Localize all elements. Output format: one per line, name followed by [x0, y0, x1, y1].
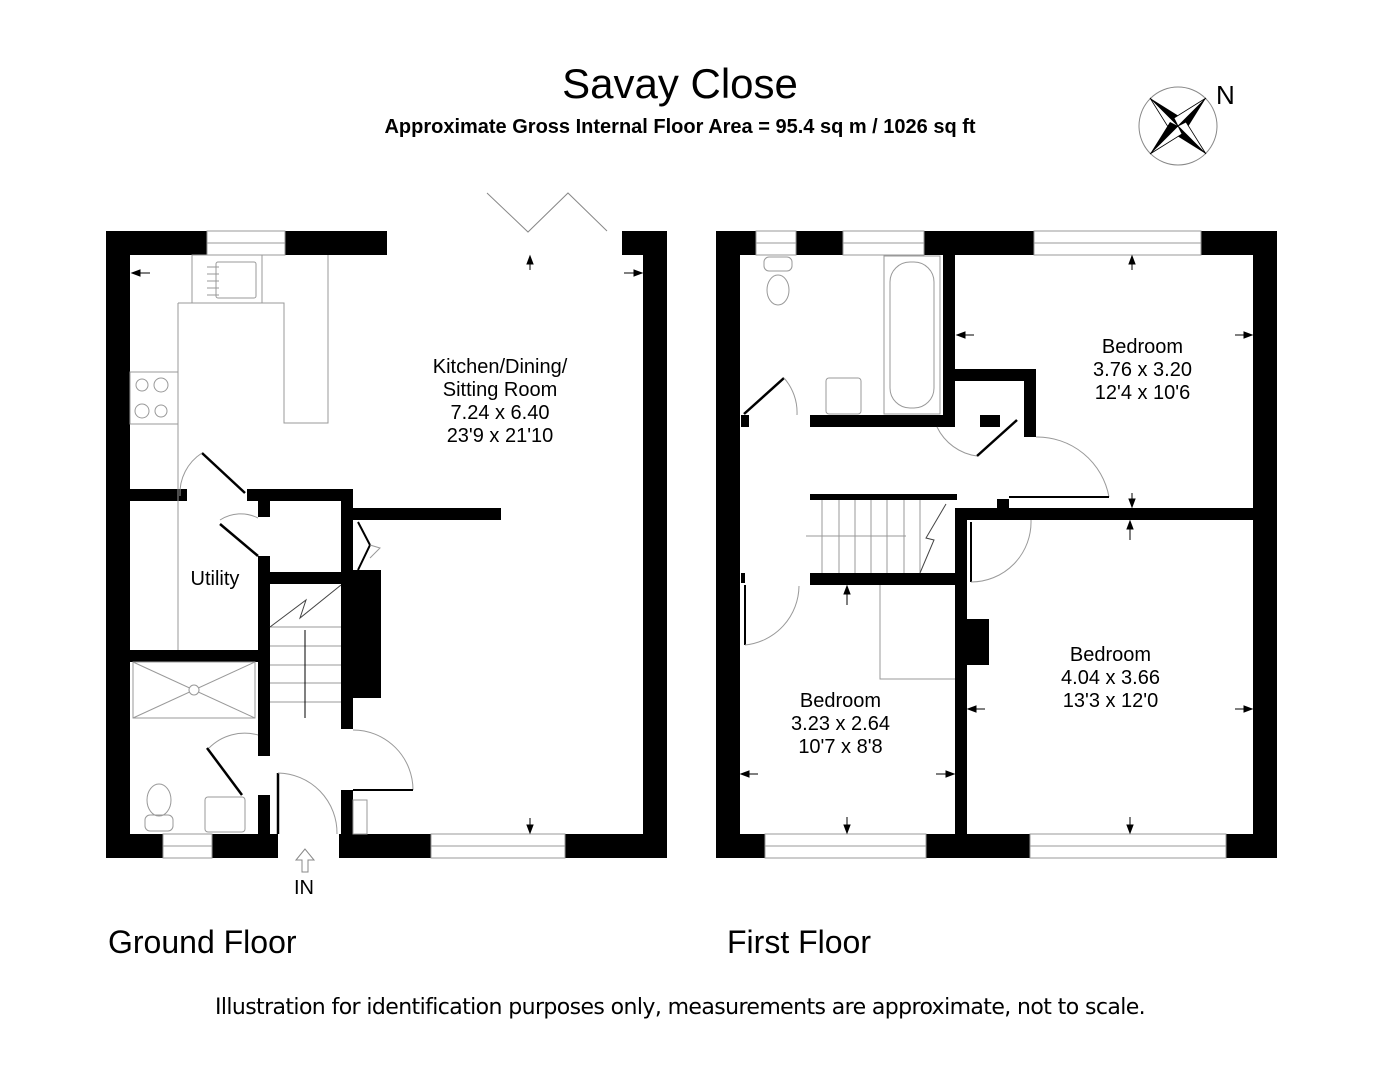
room-dimensions-metric: 4.04 x 3.66 — [1061, 667, 1160, 689]
room-name: Bedroom — [1069, 644, 1152, 666]
disclaimer: Illustration for identification purposes… — [214, 995, 1146, 1020]
room-kitchen-dining-sitting: Kitchen/Dining/ Sitting Room 7.24 x 6.40… — [400, 356, 600, 448]
north-label: N — [1216, 80, 1235, 110]
kitchen-dimension-arrows — [130, 254, 644, 835]
room-dimensions-imperial: 12'4 x 10'6 — [1094, 382, 1191, 404]
entrance-label: IN — [294, 877, 314, 899]
first-floor-plan — [716, 231, 1277, 858]
room-dimensions-imperial: 10'7 x 8'8 — [798, 736, 883, 758]
ground-floor-windows — [162, 192, 608, 859]
room-dimensions-imperial: 23'9 x 21'10 — [446, 425, 554, 447]
room-bedroom-2: Bedroom 4.04 x 3.66 13'3 x 12'0 — [1038, 644, 1183, 713]
first-floor-doors — [743, 377, 1110, 646]
room-name: Utility — [190, 568, 240, 590]
floor-area-subtitle: Approximate Gross Internal Floor Area = … — [384, 116, 976, 138]
room-dimensions-metric: 3.23 x 2.64 — [791, 713, 890, 735]
room-bedroom-1: Bedroom 3.76 x 3.20 12'4 x 10'6 — [1070, 336, 1215, 405]
ground-floor-plan — [106, 231, 667, 858]
kitchen-units — [129, 254, 368, 835]
room-name: Kitchen/Dining/ — [432, 356, 568, 378]
room-utility: Utility — [170, 568, 260, 591]
ground-floor-doors — [179, 452, 414, 835]
room-name: Bedroom — [799, 690, 882, 712]
bathroom-fixtures — [763, 255, 955, 680]
room-dimensions-metric: 3.76 x 3.20 — [1093, 359, 1192, 381]
room-dimensions-imperial: 13'3 x 12'0 — [1062, 690, 1159, 712]
room-name: Bedroom — [1101, 336, 1184, 358]
room-bedroom-3: Bedroom 3.23 x 2.64 10'7 x 8'8 — [768, 690, 913, 759]
entrance-arrow — [294, 848, 316, 873]
first-floor-label: First Floor — [727, 924, 871, 960]
first-floor-dimension-arrows — [739, 254, 1254, 835]
ground-floor-label: Ground Floor — [108, 924, 297, 960]
room-name-line2: Sitting Room — [442, 379, 558, 401]
compass-rose-icon — [1138, 86, 1218, 166]
room-dimensions-metric: 7.24 x 6.40 — [450, 402, 550, 424]
plan-title: Savay Close — [562, 60, 798, 107]
first-floor-windows — [755, 230, 1227, 859]
